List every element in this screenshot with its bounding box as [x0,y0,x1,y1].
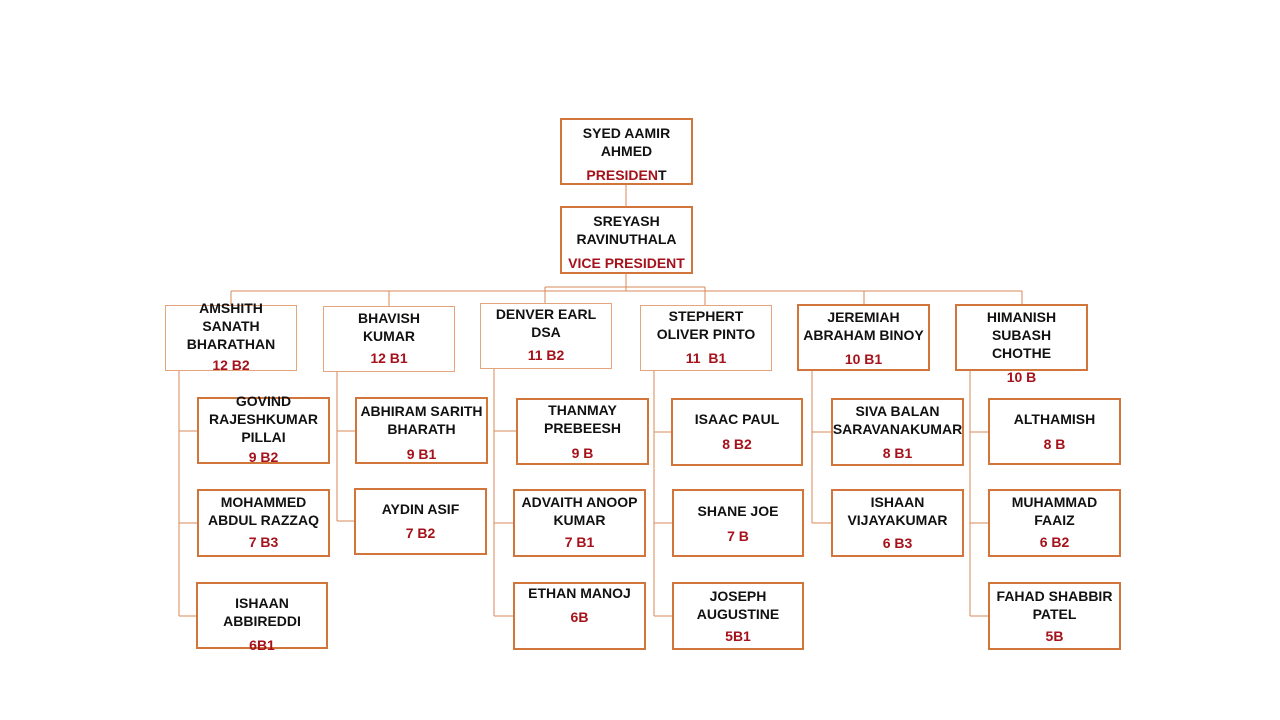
member-class: 7 B [727,528,749,544]
vice-president-name: SREYASH RAVINUTHALA [576,213,677,247]
member-box: ETHAN MANOJ 6B [513,582,646,650]
column-head-box: BHAVISH KUMAR 12 B1 [323,306,455,372]
member-name: SHANE JOE [697,503,779,519]
member-box: ISHAAN VIJAYAKUMAR 6 B3 [831,489,964,557]
member-box: ISHAAN ABBIREDDI 6B1 [196,582,328,653]
member-box: MUHAMMAD FAAIZ 6 B2 [988,489,1121,557]
column-head-name: DENVER EARL DSA [495,306,597,340]
member-name: MUHAMMAD FAAIZ [1011,494,1098,528]
member-class: 8 B [1043,436,1066,452]
member-class: 6B [570,609,589,625]
member-class: 8 B2 [722,436,752,452]
member-box: FAHAD SHABBIR PATEL 5B [988,582,1121,650]
member-box: THANMAY PREBEESH 9 B [516,398,649,465]
member-box: ISAAC PAUL 8 B2 [671,398,803,466]
member-box: SIVA BALAN SARAVANAKUMAR 8 B1 [831,398,964,466]
member-class: 5B [1045,628,1064,644]
member-name: GOVIND RAJESHKUMAR PILLAI [209,393,318,445]
member-name: ISHAAN ABBIREDDI [223,595,301,629]
member-box: ABHIRAM SARITH BHARATH 9 B1 [355,397,488,464]
column-head-class: 12 B1 [370,350,408,366]
member-class: 8 B1 [882,445,913,461]
member-name: THANMAY PREBEESH [543,402,622,436]
member-box: JOSEPH AUGUSTINE 5B1 [672,582,804,650]
member-name: FAHAD SHABBIR PATEL [996,588,1113,622]
member-class: 9 B1 [406,446,437,462]
column-head-class: 10 B1 [844,351,883,367]
member-name: AYDIN ASIF [381,501,460,517]
member-box: ADVAITH ANOOP KUMAR 7 B1 [513,489,646,557]
member-class: 6B1 [249,637,275,653]
member-name: ETHAN MANOJ [528,585,631,601]
column-head-box: STEPHERT OLIVER PINTO 11 B1 [640,305,772,371]
member-class: 7 B2 [405,525,436,541]
member-box: SHANE JOE 7 B [672,489,804,557]
member-class: 9 B [571,445,594,461]
member-box: AYDIN ASIF 7 B2 [354,488,487,555]
member-class: 7 B3 [248,534,279,550]
member-name: MOHAMMED ABDUL RAZZAQ [208,494,319,528]
president-box: SYED AAMIR AHMED PRESIDENT [560,118,693,185]
vice-president-box: SREYASH RAVINUTHALA VICE PRESIDENT [560,206,693,274]
president-name: SYED AAMIR AHMED [582,125,671,159]
column-head-name: AMSHITH SANATH BHARATHAN [186,300,276,352]
column-head-name: BHAVISH KUMAR [358,310,420,344]
member-name: ABHIRAM SARITH BHARATH [360,403,483,437]
column-head-class: 10 B [1006,369,1037,385]
member-class: 9 B2 [248,449,279,465]
member-class: 7 B1 [564,534,595,550]
member-class: 6 B2 [1039,534,1070,550]
member-name: JOSEPH AUGUSTINE [696,588,780,622]
column-head-class: 12 B2 [212,357,250,373]
column-head-box: JEREMIAH ABRAHAM BINOY 10 B1 [797,304,930,371]
member-box: ALTHAMISH 8 B [988,398,1121,465]
member-class: 5B1 [725,628,751,644]
column-head-box: DENVER EARL DSA 11 B2 [480,303,612,369]
member-name: SIVA BALAN SARAVANAKUMAR [832,403,963,437]
column-head-box: HIMANISH SUBASH CHOTHE 10 B [955,304,1088,385]
column-head-name: JEREMIAH ABRAHAM BINOY [803,309,924,343]
column-head-name: STEPHERT OLIVER PINTO [656,308,756,342]
vice-president-role: VICE PRESIDENT [568,255,685,271]
member-box: GOVIND RAJESHKUMAR PILLAI 9 B2 [197,393,330,465]
member-name: ADVAITH ANOOP KUMAR [521,494,638,528]
member-name: ISHAAN VIJAYAKUMAR [847,494,948,528]
president-role: PRESIDENT [586,167,667,183]
column-head-name: HIMANISH SUBASH CHOTHE [986,309,1057,361]
member-box: MOHAMMED ABDUL RAZZAQ 7 B3 [197,489,330,557]
column-head-class: 11 B2 [527,347,565,363]
member-name: ALTHAMISH [1013,411,1096,427]
member-name: ISAAC PAUL [694,411,780,427]
column-head-box: AMSHITH SANATH BHARATHAN 12 B2 [165,300,297,373]
member-class: 6 B3 [882,535,913,551]
column-head-class: 11 B1 [685,350,727,366]
